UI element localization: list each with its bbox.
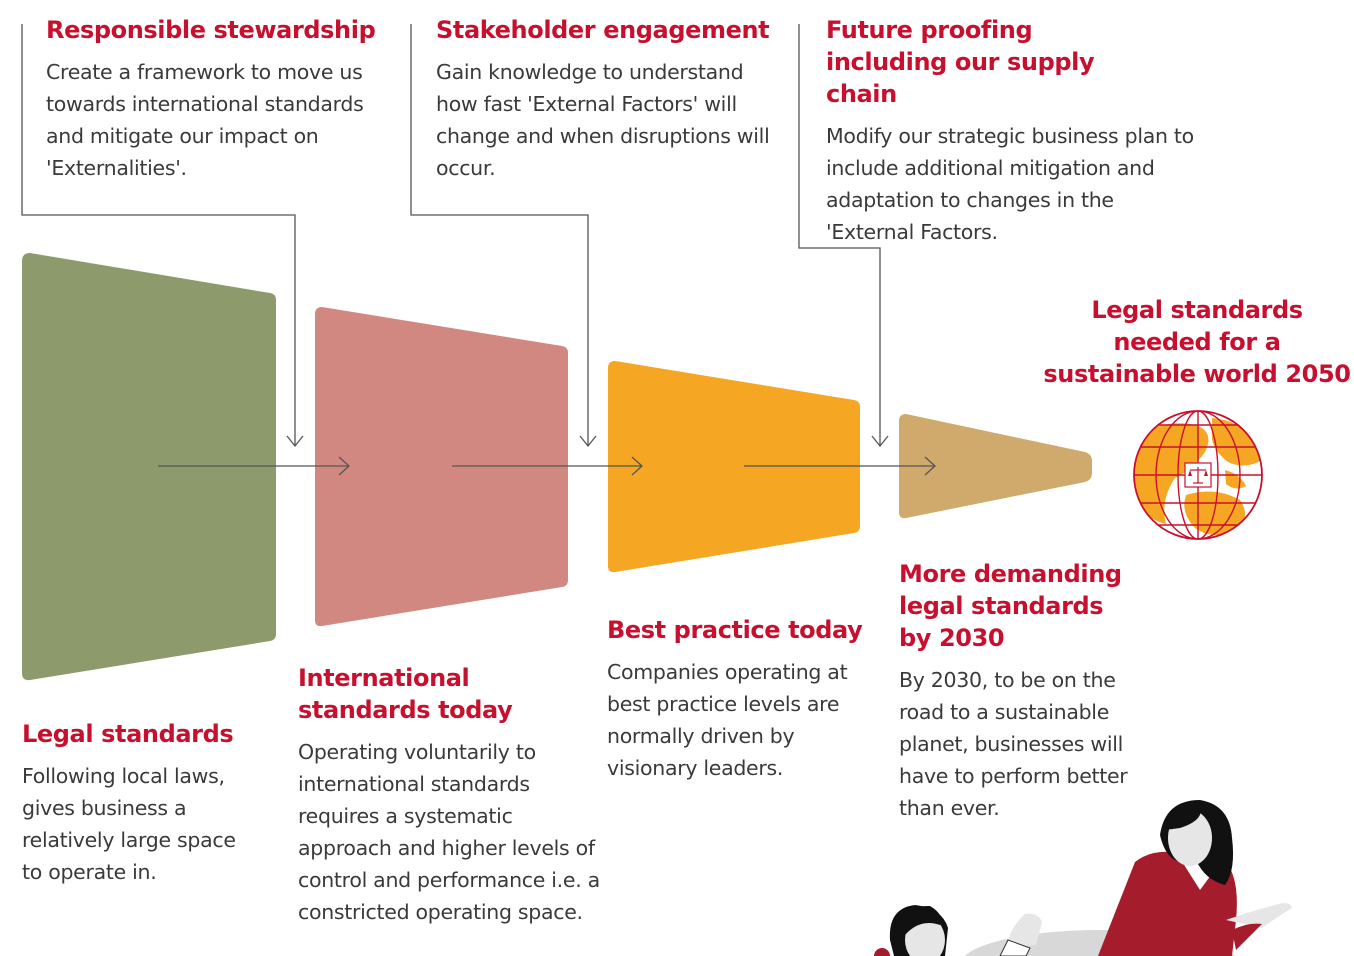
note-body: Create a framework to move us towards in… [46,60,364,180]
stage-title: International standards today [298,664,513,724]
connector-arrowhead-1 [286,435,304,448]
note-body: Modify our strategic business plan to in… [826,124,1194,244]
note-title: Responsible stewardship [46,16,376,44]
flow-arrowhead-3 [924,456,936,476]
note-title: Stakeholder engagement [436,16,770,44]
target-2050-label: Legal standards needed for a sustainable… [1040,294,1354,390]
note-body: Gain knowledge to understand how fast 'E… [436,60,770,180]
connector-arrowhead-3 [871,435,889,448]
stage-body: By 2030, to be on the road to a sustaina… [899,668,1128,820]
stage-2030-standards: More demanding legal standards by 2030 B… [899,558,1159,824]
connector-arrowhead-2 [579,435,597,448]
stage-body: Operating voluntarily to international s… [298,740,600,924]
note-stakeholder-engagement: Stakeholder engagement Gain knowledge to… [436,14,776,184]
connector-line-2 [410,24,589,446]
scales-icon [1184,462,1212,488]
connector-line-3 [798,24,881,446]
people-illustration [874,800,1292,956]
stage-title: More demanding legal standards by 2030 [899,560,1122,652]
connector-line-1 [21,24,296,446]
note-title: Future proofing including our supply cha… [826,16,1095,108]
stage-body: Following local laws, gives business a r… [22,764,236,884]
stage-international-shape [315,307,568,627]
stage-legal-shape [22,253,276,681]
stage-2030-shape [899,414,1092,519]
note-future-proofing: Future proofing including our supply cha… [826,14,1196,248]
stage-best-practice-shape [608,361,860,573]
stage-body: Companies operating at best practice lev… [607,660,848,780]
flow-arrowhead-1 [338,456,350,476]
target-title: Legal standards needed for a sustainable… [1043,296,1351,388]
stage-international-standards: International standards today Operating … [298,662,608,928]
stage-title: Legal standards [22,720,234,748]
stage-best-practice: Best practice today Companies operating … [607,614,867,784]
note-responsible-stewardship: Responsible stewardship Create a framewo… [46,14,376,184]
stage-title: Best practice today [607,616,863,644]
flow-arrowhead-2 [631,456,643,476]
stage-legal-standards: Legal standards Following local laws, gi… [22,718,262,888]
